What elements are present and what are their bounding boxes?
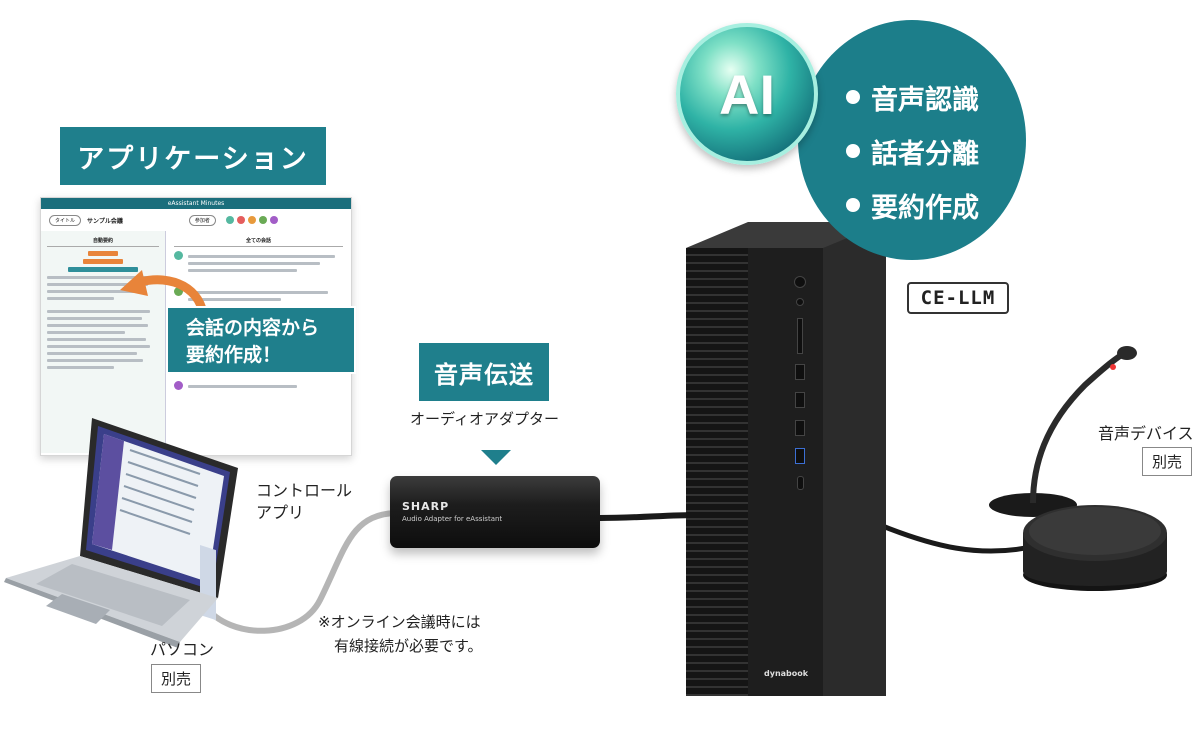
control-app-label: コントロール アプリ	[256, 480, 352, 524]
adapter-pc-cable	[597, 512, 703, 521]
title-pill: タイトル	[49, 214, 82, 226]
pc-sold-separately-badge: 別売	[151, 664, 202, 693]
audio-adapter-device: SHARP Audio Adapter for eAssistant	[390, 476, 600, 548]
device-sold-separately-badge: 別売	[1142, 447, 1193, 476]
feature-label: 話者分離	[871, 138, 979, 170]
participant-avatars	[225, 216, 278, 224]
pc-brand: dynabook	[764, 669, 809, 678]
card-slot-icon	[797, 318, 803, 354]
feature-item: 要約作成	[846, 178, 979, 232]
feature-label: 要約作成	[871, 192, 979, 224]
participants-pill: 参加者	[188, 214, 216, 226]
usb-c-port-icon	[797, 476, 804, 490]
adapter-brand: SHARP	[402, 500, 450, 513]
feature-item: 話者分離	[846, 124, 979, 178]
control-app-line2: アプリ	[256, 503, 305, 522]
note-line2: 有線接続が必要です。	[334, 637, 483, 655]
online-meeting-note: ※オンライン会議時には 有線接続が必要です。	[318, 610, 483, 658]
voice-transfer-label: 音声伝送	[419, 343, 549, 401]
summary-callout: 会話の内容から 要約作成！	[166, 306, 356, 374]
pc-tower-device: dynabook	[686, 214, 886, 696]
microphone-device-icon	[989, 346, 1167, 591]
down-arrow-icon	[481, 450, 511, 465]
pc-label: パソコン	[150, 640, 215, 659]
app-window-titlebar: eAssistant Minutes	[41, 198, 351, 209]
usb-port-icon	[795, 364, 805, 380]
ce-llm-badge: CE-LLM	[907, 282, 1009, 314]
voice-device-label: 音声デバイス	[1098, 424, 1194, 443]
note-line1: ※オンライン会議時には	[318, 613, 481, 631]
adapter-model: Audio Adapter for eAssistant	[402, 515, 503, 523]
laptop-adapter-cable	[202, 510, 398, 634]
summary-panel: 自動要約	[41, 231, 166, 453]
bullet-icon	[846, 90, 860, 104]
ai-feature-list: 音声認識 話者分離 要約作成	[846, 70, 979, 232]
conversation-section-title: 全ての会話	[174, 237, 343, 247]
control-app-line1: コントロール	[256, 481, 353, 500]
audio-adapter-label: オーディオアダプター	[410, 410, 559, 428]
laptop-icon	[4, 418, 238, 648]
bullet-icon	[846, 144, 860, 158]
app-window-header: タイトル サンプル会議 参加者	[41, 209, 351, 231]
ai-orb-icon: AI	[676, 23, 818, 165]
application-label: アプリケーション	[60, 127, 326, 185]
meeting-name: サンプル会議	[87, 217, 123, 225]
summary-callout-line2: 要約作成！	[186, 344, 282, 366]
usb3-port-icon	[795, 448, 805, 464]
audio-jack-icon	[796, 298, 804, 306]
ai-features-bubble	[798, 20, 1026, 260]
feature-item: 音声認識	[846, 70, 979, 124]
feature-label: 音声認識	[871, 84, 979, 116]
summary-section-title: 自動要約	[47, 237, 159, 247]
ai-badge-text: AI	[719, 62, 775, 126]
bullet-icon	[846, 198, 860, 212]
summary-callout-line1: 会話の内容から	[186, 317, 320, 339]
power-button-icon	[794, 276, 806, 288]
usb-port-icon	[795, 420, 805, 436]
usb-port-icon	[795, 392, 805, 408]
pc-mic-cable	[877, 522, 1043, 554]
